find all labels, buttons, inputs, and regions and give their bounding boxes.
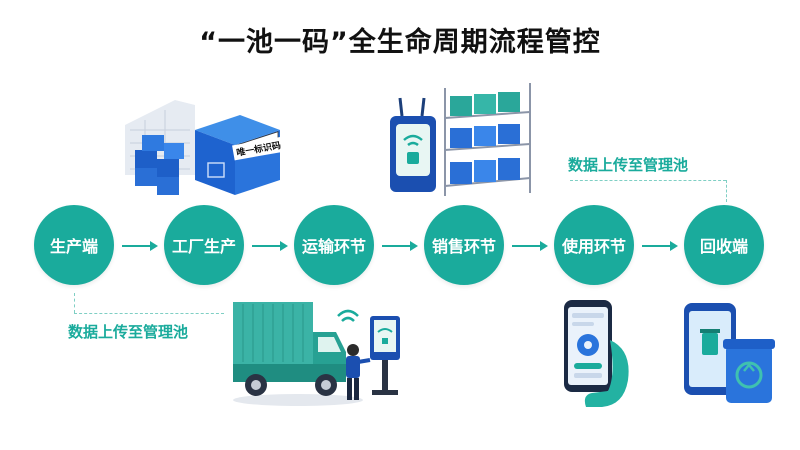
step-usage: 使用环节 bbox=[554, 205, 634, 285]
smartphone-gear-icon bbox=[564, 300, 629, 407]
arrow-right-icon bbox=[382, 241, 418, 251]
smartphone-recycle-bin-icon bbox=[684, 303, 775, 403]
upload-connector-left bbox=[74, 293, 75, 313]
step-production: 生产端 bbox=[34, 205, 114, 285]
page-title: “一池一码”全生命周期流程管控 bbox=[199, 27, 601, 58]
iot-gateway-shelf-icon bbox=[390, 83, 531, 196]
upload-connector-right bbox=[726, 180, 727, 202]
step-transport: 运输环节 bbox=[294, 205, 374, 285]
upload-note-top-right: 数据上传至管理池 bbox=[568, 156, 689, 174]
step-sales: 销售环节 bbox=[424, 205, 504, 285]
delivery-truck-scanner-icon bbox=[233, 302, 400, 406]
arrow-right-icon bbox=[642, 241, 678, 251]
step-recycle: 回收端 bbox=[684, 205, 764, 285]
step-factory: 工厂生产 bbox=[164, 205, 244, 285]
upload-connector-right-h bbox=[570, 180, 726, 181]
arrow-right-icon bbox=[512, 241, 548, 251]
arrow-right-icon bbox=[122, 241, 158, 251]
upload-note-bottom-left: 数据上传至管理池 bbox=[68, 323, 189, 341]
upload-connector-left-h bbox=[74, 313, 224, 314]
arrow-right-icon bbox=[252, 241, 288, 251]
